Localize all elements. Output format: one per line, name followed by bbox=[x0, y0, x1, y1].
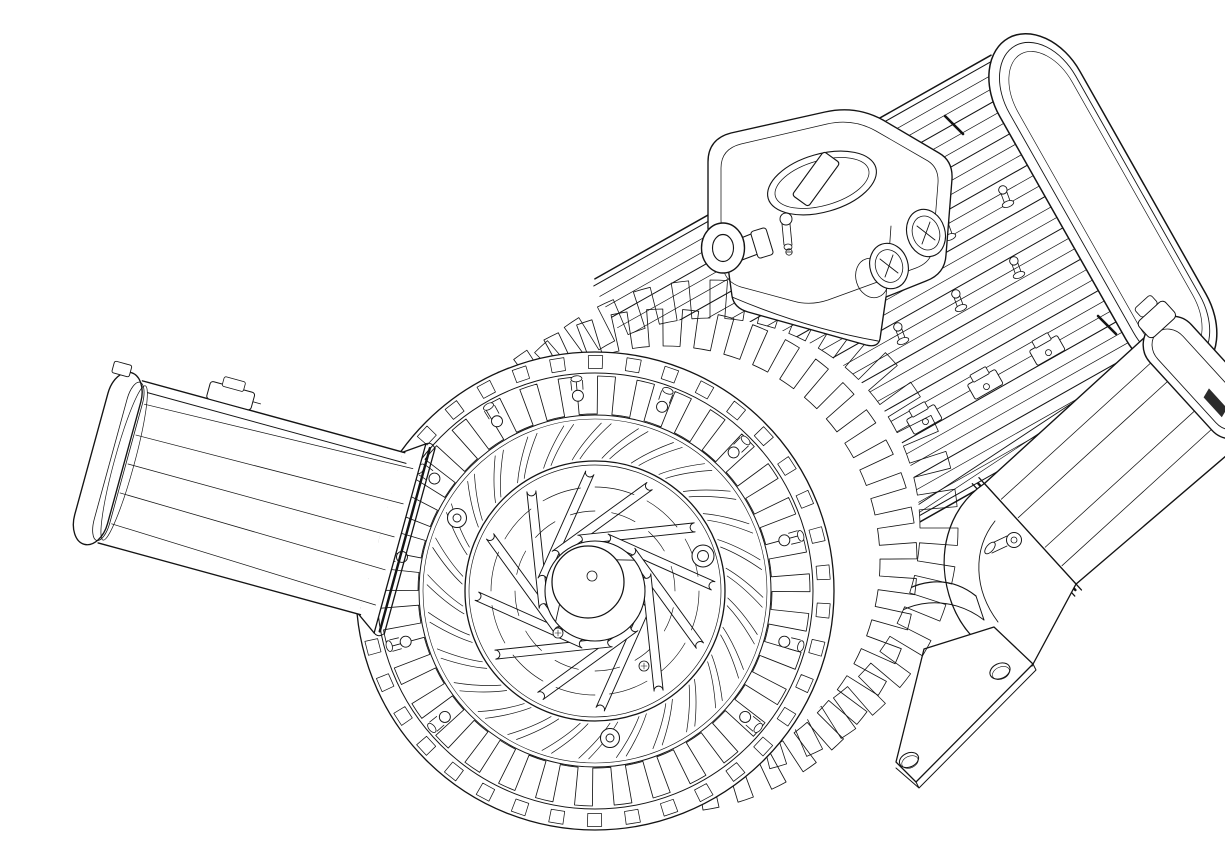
blower-technical-drawing bbox=[40, 16, 1225, 848]
figure bbox=[40, 16, 1225, 848]
center-shaft-boss bbox=[545, 541, 645, 641]
